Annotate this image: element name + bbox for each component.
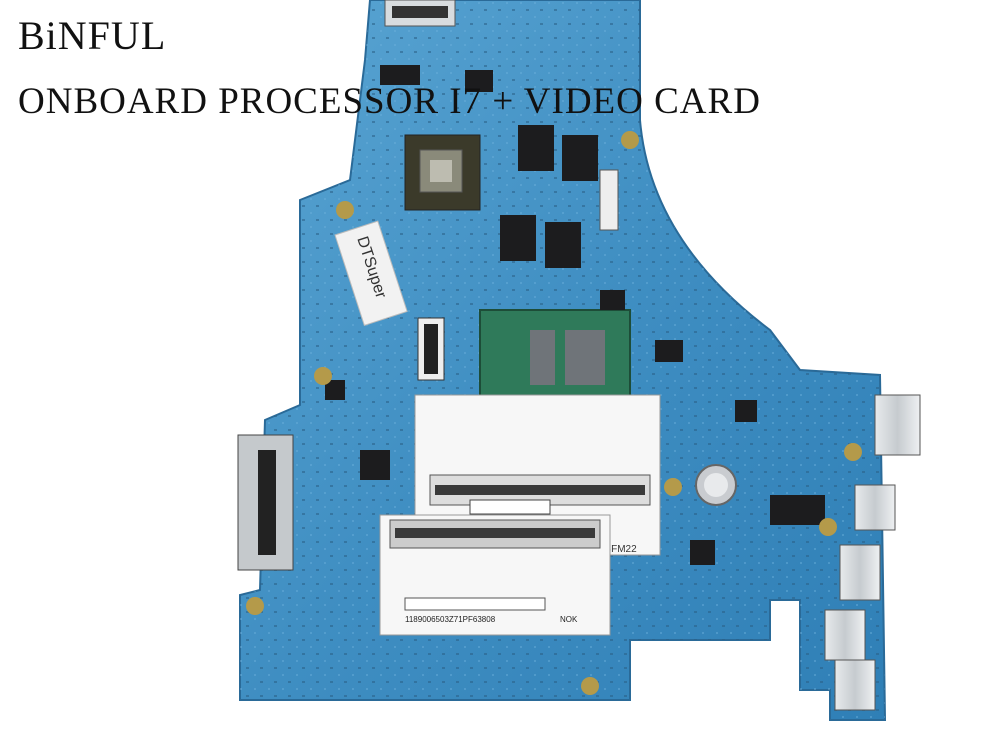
chip: [690, 540, 715, 565]
dtsuper-sticker: DTSuper: [334, 220, 408, 326]
chip: [380, 65, 420, 85]
usb-port: [839, 544, 881, 601]
ethernet-port: [854, 484, 896, 531]
usb-port: [834, 659, 876, 711]
svg-text:08FM22: 08FM22: [600, 544, 637, 555]
chip: [770, 495, 825, 525]
usb-port: [824, 609, 866, 661]
vram-chip: [562, 135, 598, 181]
chip: [600, 290, 625, 310]
chip: [655, 340, 683, 362]
chip: [325, 380, 345, 400]
chip: [360, 450, 390, 480]
product-subtitle: ONBOARD PROCESSOR I7 + VIDEO CARD: [18, 81, 761, 122]
chip: [735, 400, 757, 422]
svg-text:1189006503Z71PF63808: 1189006503Z71PF63808: [405, 615, 496, 624]
chip: [465, 70, 493, 92]
brand-title: BiNFUL: [18, 13, 167, 58]
vram-chip: [518, 125, 554, 171]
hdmi-port: [874, 394, 921, 456]
svg-text:NOK: NOK: [560, 615, 578, 624]
vram-chip: [500, 215, 536, 261]
vram-chip: [545, 222, 581, 268]
